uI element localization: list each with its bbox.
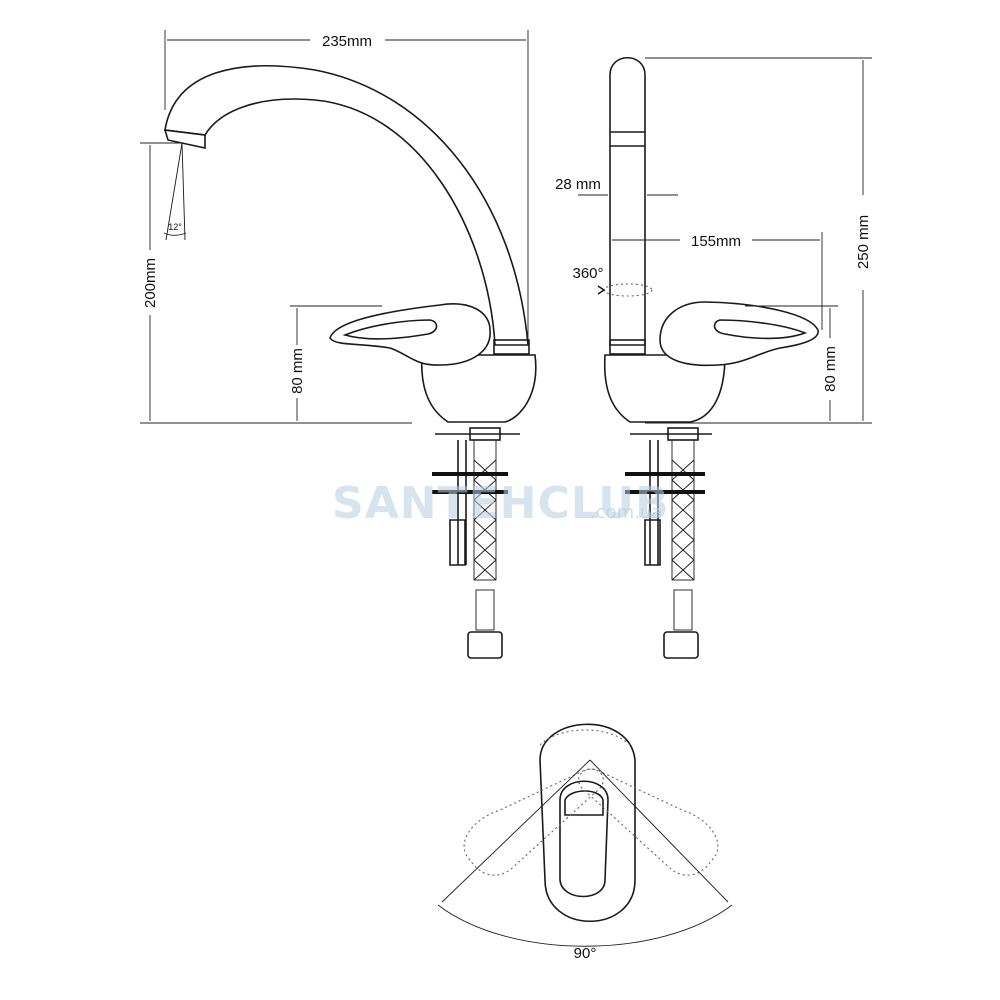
- lever-handle-right: [659, 301, 819, 367]
- watermark-domain: .com.ua: [590, 502, 662, 523]
- label-height-total: 250 mm: [855, 215, 872, 269]
- spout-front: [609, 57, 646, 346]
- lever-top: [559, 780, 609, 898]
- spout-tip: [163, 129, 206, 149]
- label-reach: 155mm: [691, 233, 741, 250]
- lever-handle: [329, 303, 491, 366]
- label-spout-angle: 12°: [168, 222, 182, 232]
- label-height-spout: 200mm: [142, 258, 159, 308]
- lever-slot-right: [713, 319, 808, 340]
- swing-arc: [437, 904, 733, 947]
- top-view: [437, 723, 733, 947]
- lever-swing-left: [463, 768, 604, 876]
- watermark: SANTEHCLUB .com.ua: [332, 478, 670, 529]
- dimension-lines: [140, 30, 872, 424]
- braided-hose-right: [671, 439, 695, 581]
- hose-end-nut: [467, 631, 503, 659]
- mount-nut: [449, 519, 466, 566]
- mixer-body: [420, 354, 537, 423]
- label-rotation: 360°: [572, 265, 603, 282]
- spout-collar-right: [609, 339, 646, 355]
- dimension-labels: 235mm 200mm 12° 80 mm 28 mm 155mm 360° 2…: [142, 33, 872, 962]
- label-pipe-diameter: 28 mm: [555, 176, 601, 193]
- label-width-total: 235mm: [322, 33, 372, 50]
- watermark-brand: SANTEHCLUB: [332, 478, 670, 529]
- label-lever-swing: 90°: [574, 945, 597, 962]
- spout-collar: [493, 339, 530, 355]
- label-lever-height-right: 80 mm: [822, 346, 839, 392]
- label-lever-height-left: 80 mm: [289, 348, 306, 394]
- body-outline-top: [539, 723, 636, 922]
- mixer-body-right: [603, 354, 726, 423]
- side-view-right: [597, 57, 819, 659]
- hose-ferrule: [475, 589, 495, 631]
- lever-slot: [342, 319, 438, 340]
- braided-hose: [473, 439, 497, 581]
- side-view-left: [163, 65, 537, 659]
- spout-outer: [164, 65, 529, 346]
